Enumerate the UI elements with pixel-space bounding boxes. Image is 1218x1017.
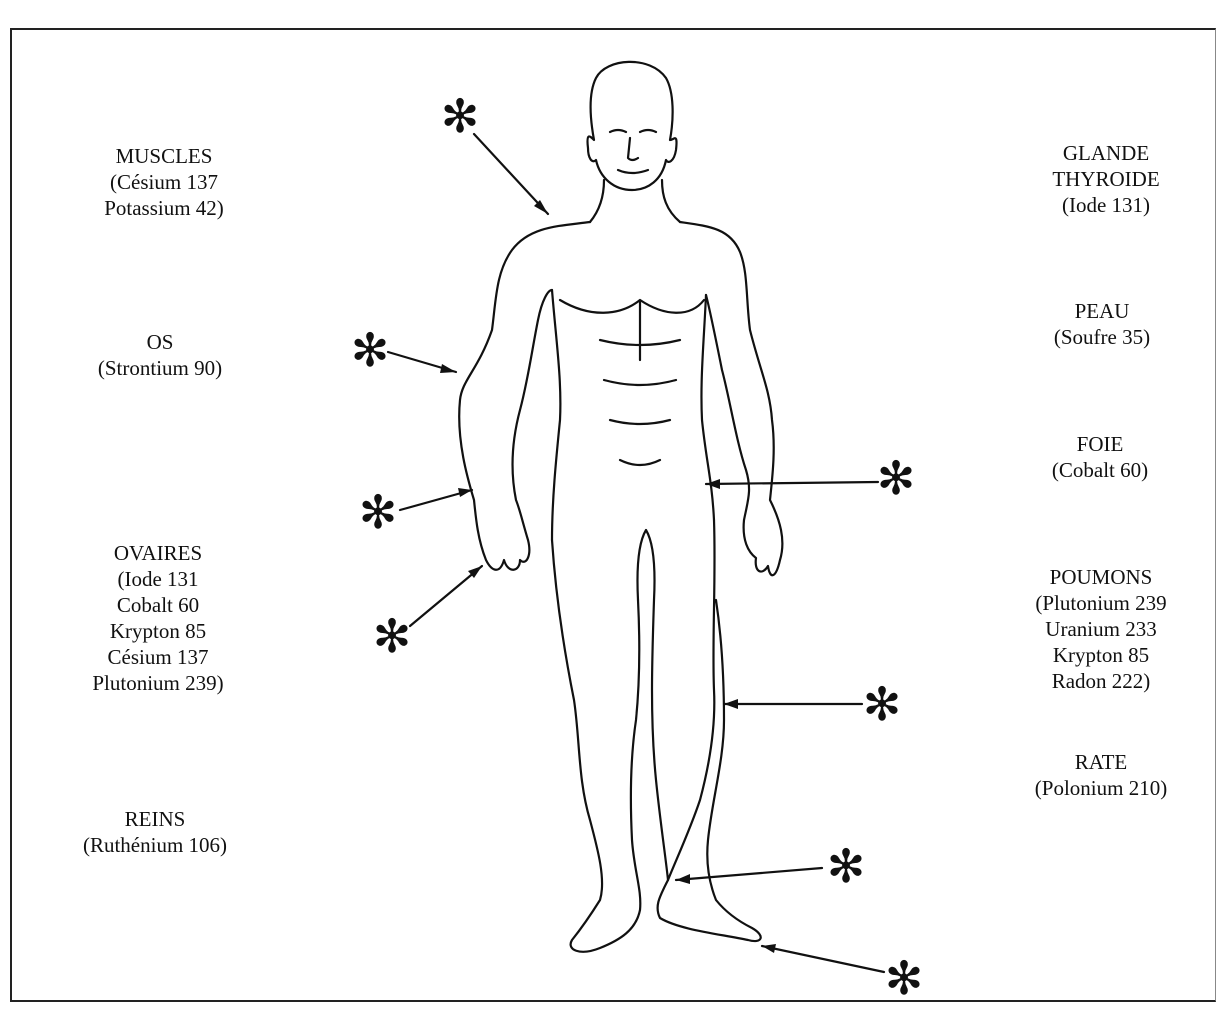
label-isotope: Krypton 85 — [78, 618, 238, 644]
label-name: OVAIRES — [78, 540, 238, 566]
pointer-line — [410, 566, 482, 626]
marker-asterisk: ✻ — [885, 955, 924, 1001]
label-isotope: (Ruthénium 106) — [70, 832, 240, 858]
label-name: THYROIDE — [1026, 166, 1186, 192]
torso — [552, 290, 714, 540]
marker-asterisk: ✻ — [827, 843, 866, 889]
label-isotope: Radon 222) — [1016, 668, 1186, 694]
label-isotope: Uranium 233 — [1016, 616, 1186, 642]
label-os: OS (Strontium 90) — [80, 329, 240, 381]
pointer-line — [676, 868, 822, 880]
arrowhead — [706, 479, 720, 489]
label-glande-thyroide: GLANDE THYROIDE (Iode 131) — [1026, 140, 1186, 218]
label-poumons: POUMONS (Plutonium 239 Uranium 233 Krypt… — [1016, 564, 1186, 694]
arrowhead — [440, 364, 456, 373]
label-isotope: (Cobalt 60) — [1020, 457, 1180, 483]
pointer-line — [474, 134, 548, 214]
marker-asterisk: ✻ — [373, 613, 412, 659]
label-isotope: (Strontium 90) — [80, 355, 240, 381]
label-isotope: (Iode 131) — [1026, 192, 1186, 218]
label-reins: REINS (Ruthénium 106) — [70, 806, 240, 858]
label-name: GLANDE — [1026, 140, 1186, 166]
label-foie: FOIE (Cobalt 60) — [1020, 431, 1180, 483]
label-isotope: (Polonium 210) — [1016, 775, 1186, 801]
label-isotope: (Iode 131 — [78, 566, 238, 592]
right-shoulder-arm — [680, 222, 782, 575]
chest-muscles — [560, 300, 704, 465]
marker-asterisk: ✻ — [863, 681, 902, 727]
marker-asterisk: ✻ — [441, 93, 480, 139]
label-peau: PEAU (Soufre 35) — [1022, 298, 1182, 350]
head-outline — [587, 62, 676, 190]
marker-asterisk: ✻ — [351, 327, 390, 373]
label-isotope: Potassium 42) — [84, 195, 244, 221]
label-name: POUMONS — [1016, 564, 1186, 590]
neck — [590, 180, 680, 222]
label-rate: RATE (Polonium 210) — [1016, 749, 1186, 801]
label-isotope: Plutonium 239) — [78, 670, 238, 696]
face-details — [610, 130, 656, 173]
label-name: OS — [80, 329, 240, 355]
label-ovaires: OVAIRES (Iode 131 Cobalt 60 Krypton 85 C… — [78, 540, 238, 696]
left-leg — [552, 540, 640, 952]
marker-asterisk: ✻ — [877, 455, 916, 501]
left-shoulder-arm — [459, 222, 590, 570]
label-isotope: (Soufre 35) — [1022, 324, 1182, 350]
inner-legs — [637, 530, 668, 880]
label-name: RATE — [1016, 749, 1186, 775]
label-name: PEAU — [1022, 298, 1182, 324]
label-isotope: Cobalt 60 — [78, 592, 238, 618]
label-name: MUSCLES — [84, 143, 244, 169]
label-muscles: MUSCLES (Césium 137 Potassium 42) — [84, 143, 244, 221]
label-isotope: Césium 137 — [78, 644, 238, 670]
label-name: REINS — [70, 806, 240, 832]
label-isotope: (Césium 137 — [84, 169, 244, 195]
label-name: FOIE — [1020, 431, 1180, 457]
marker-asterisk: ✻ — [359, 489, 398, 535]
label-isotope: (Plutonium 239 — [1016, 590, 1186, 616]
label-isotope: Krypton 85 — [1016, 642, 1186, 668]
pointer-line — [706, 482, 878, 484]
pointer-line — [762, 946, 884, 972]
arrowhead — [724, 699, 738, 709]
